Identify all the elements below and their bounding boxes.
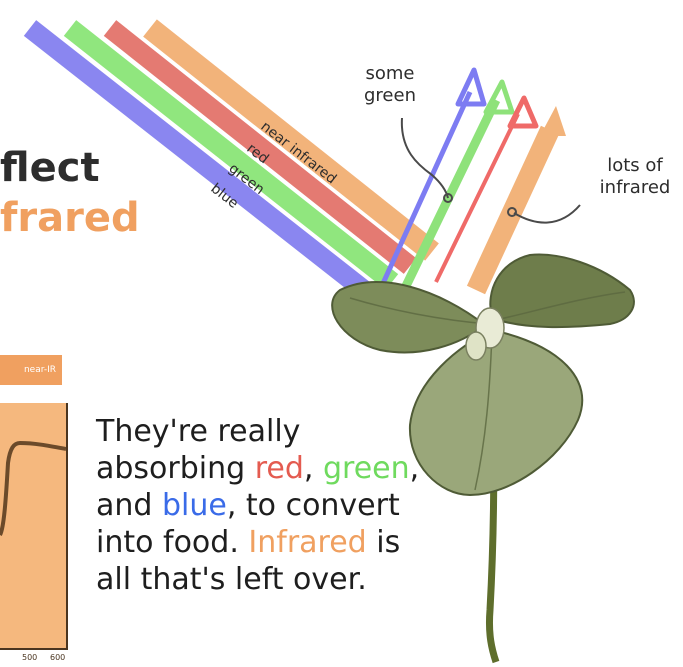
chart-header-near-ir: near-IR [0,355,62,385]
leaf-left [332,282,485,352]
word-red: red [255,451,304,486]
flower-petal-2 [466,332,486,360]
reflected-near-infrared-arrowhead [540,106,566,136]
reflected-green-arrowhead [486,82,512,112]
word-blue: blue [162,488,227,523]
tick-label-500: 500 [22,653,37,662]
reflectance-curve [0,403,66,648]
callout-lots-of-infrared: lots of infrared [585,155,683,199]
spectrum-chart-inset: near-IR 500 600 [0,355,72,667]
chart-x-ticks: 500 600 [0,651,72,667]
word-green: green [323,451,410,486]
callout-some-green: some green [355,63,425,107]
chart-plot-area [0,403,68,650]
word-infrared: Infrared [248,525,366,560]
tick-label-600: 600 [50,653,65,662]
body-comma: , [304,451,314,486]
beam-green [70,28,392,282]
reflectance-line [0,443,66,535]
reflected-blue-arrowhead [458,70,484,104]
explanation-text: They're really absorbing red, green, and… [96,413,436,598]
